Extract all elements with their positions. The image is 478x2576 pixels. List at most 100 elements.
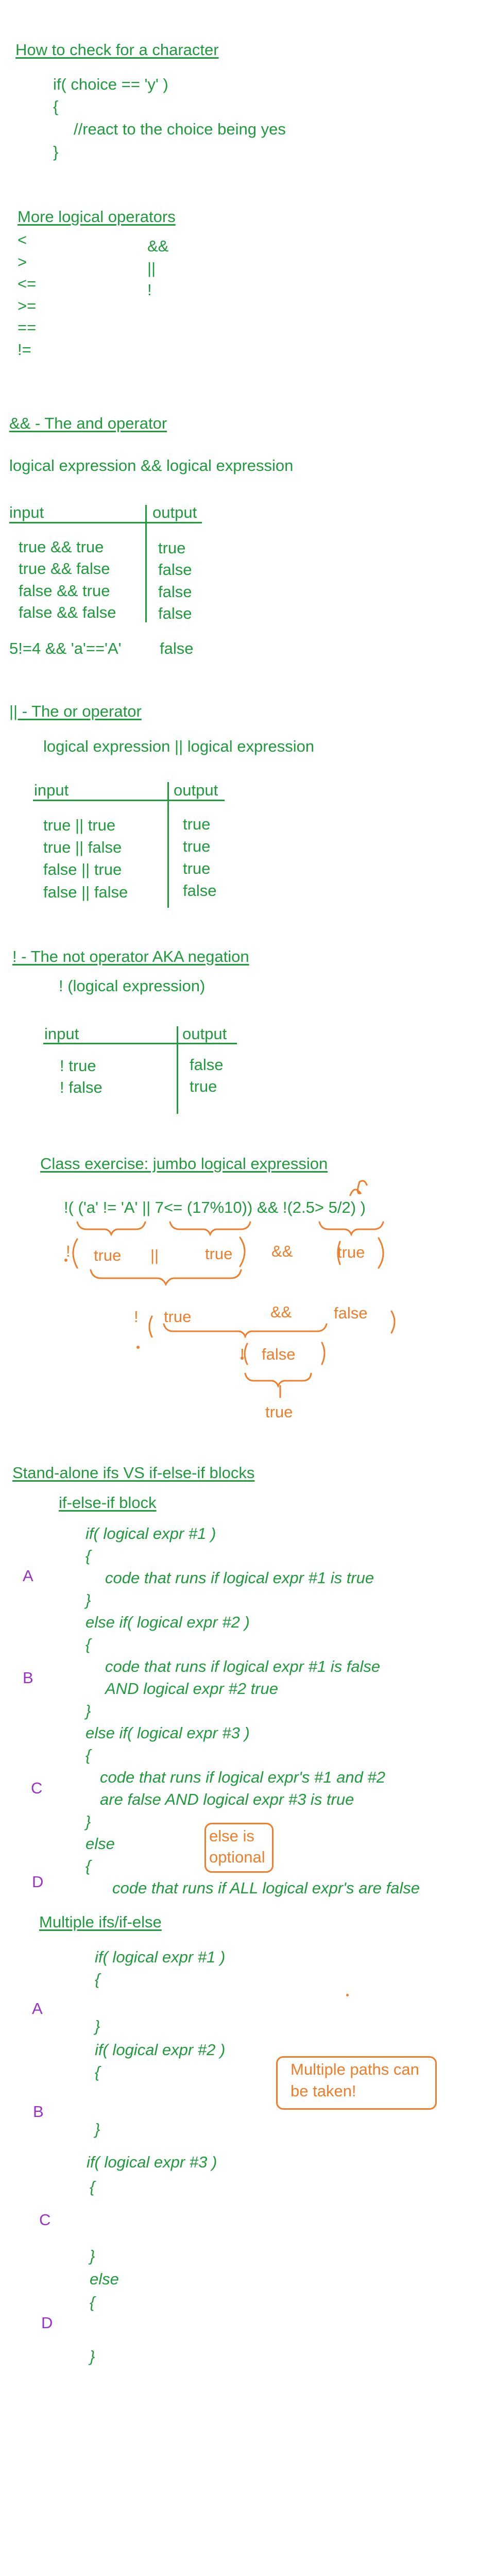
table-cell: true || true xyxy=(43,816,116,834)
note-text: be taken! xyxy=(291,2082,356,2100)
heading-more-ops: More logical operators xyxy=(18,208,176,226)
exercise-mark: ! xyxy=(240,1345,245,1363)
table-cell: true xyxy=(183,837,211,855)
exercise-mark: ! xyxy=(66,1242,71,1260)
note-text: optional xyxy=(209,1848,265,1866)
jumbo-expression: !( ('a' != 'A' || 7<= (17%10)) && !(2.5>… xyxy=(64,1198,366,1216)
exercise-step2: true xyxy=(164,1308,192,1326)
table-header: input xyxy=(44,1025,79,1043)
code-line: { xyxy=(86,1857,91,1875)
heading-or-op: || - The or operator xyxy=(9,702,142,720)
table-cell: false xyxy=(158,604,192,622)
table-cell: false && true xyxy=(19,582,110,600)
operator: != xyxy=(18,341,31,359)
heading-exercise: Class exercise: jumbo logical expression xyxy=(40,1155,328,1173)
operator: > xyxy=(18,253,27,271)
operator: ! xyxy=(147,281,152,299)
operator: <= xyxy=(18,275,37,293)
code-line: } xyxy=(95,2120,100,2138)
table-cell: ! true xyxy=(60,1057,96,1075)
code-line: { xyxy=(86,1746,91,1764)
code-line: } xyxy=(86,1702,91,1720)
table-cell: true && false xyxy=(19,560,110,578)
exercise-final: true xyxy=(265,1403,293,1421)
code-line: } xyxy=(95,2017,100,2035)
code-line: if( logical expr #1 ) xyxy=(86,1524,216,1543)
heading-char-check: How to check for a character xyxy=(15,41,219,59)
code-line: { xyxy=(95,1970,100,1988)
exercise-step2: && xyxy=(270,1303,292,1321)
code-line: } xyxy=(53,143,59,161)
operator: >= xyxy=(18,297,37,315)
table-cell: false xyxy=(158,561,192,579)
branch-label: B xyxy=(33,2103,44,2121)
note-text: else is xyxy=(209,1827,254,1845)
code-line: if( logical expr #3 ) xyxy=(87,2153,217,2171)
subheading-multiple-ifs: Multiple ifs/if-else xyxy=(39,1913,162,1931)
stray-dot xyxy=(346,1994,349,1996)
heading-not-op: ! - The not operator AKA negation xyxy=(12,947,249,965)
exercise-step1: && xyxy=(271,1242,293,1260)
code-line: if( logical expr #2 ) xyxy=(95,2041,226,2059)
code-line: if( logical expr #1 ) xyxy=(95,1948,226,1966)
table-rule xyxy=(145,505,147,622)
branch-label: A xyxy=(32,1999,43,2018)
table-cell: false || false xyxy=(43,883,128,901)
table-cell: true || false xyxy=(43,838,122,856)
note-text: Multiple paths can xyxy=(291,2060,419,2078)
exercise-mark: ! xyxy=(134,1308,139,1326)
exercise-step1: true xyxy=(94,1246,122,1264)
note-optional xyxy=(204,1823,274,1873)
and-example: 5!=4 && 'a'=='A' xyxy=(9,639,122,657)
table-cell: false xyxy=(158,583,192,601)
exercise-step1: true xyxy=(337,1243,365,1261)
table-header: input xyxy=(34,781,69,799)
code-line: AND logical expr #2 true xyxy=(105,1680,278,1698)
expression: ! (logical expression) xyxy=(59,977,206,995)
code-line: if( choice == 'y' ) xyxy=(53,75,168,93)
subheading-if-else-if: if-else-if block xyxy=(59,1494,157,1512)
branch-label: B xyxy=(23,1669,33,1687)
table-rule xyxy=(33,800,225,801)
code-line: else xyxy=(90,2270,119,2288)
table-header: output xyxy=(182,1025,227,1043)
table-cell: false xyxy=(190,1056,224,1074)
code-line: { xyxy=(90,2293,95,2311)
table-rule xyxy=(167,782,169,908)
code-line: code that runs if logical expr #1 is tru… xyxy=(105,1569,374,1587)
code-line: code that runs if ALL logical expr's are… xyxy=(112,1879,420,1897)
heading-ifs: Stand-alone ifs VS if-else-if blocks xyxy=(12,1464,255,1482)
code-line: code that runs if logical expr #1 is fal… xyxy=(105,1657,381,1675)
table-rule xyxy=(9,522,202,523)
branch-label: A xyxy=(23,1567,33,1585)
table-cell: ! false xyxy=(60,1078,103,1096)
heading-and-op: && - The and operator xyxy=(9,414,167,432)
code-line: { xyxy=(53,97,59,115)
table-cell: false && false xyxy=(19,603,116,621)
exercise-step1: true xyxy=(205,1245,233,1263)
table-cell: true && true xyxy=(19,538,104,556)
note-multiple-paths xyxy=(276,2056,437,2110)
table-cell: true xyxy=(183,815,211,833)
code-line: else xyxy=(86,1835,115,1853)
table-cell: false || true xyxy=(43,860,122,878)
code-line: } xyxy=(90,2247,95,2265)
operator: || xyxy=(147,259,156,277)
exercise-step2: false xyxy=(334,1304,368,1322)
table-rule xyxy=(43,1043,237,1044)
expression: logical expression && logical expression xyxy=(9,456,294,474)
operator: && xyxy=(147,237,169,255)
code-line: { xyxy=(90,2178,95,2196)
code-line: else if( logical expr #2 ) xyxy=(86,1613,250,1631)
exercise-step3: false xyxy=(262,1345,296,1363)
operator: < xyxy=(18,231,27,249)
table-cell: true xyxy=(158,539,186,557)
branch-label: D xyxy=(32,1873,44,1891)
table-cell: true xyxy=(183,859,211,877)
table-cell: true xyxy=(190,1077,217,1095)
code-line: { xyxy=(86,1547,91,1565)
table-header: output xyxy=(152,503,197,521)
table-header: input xyxy=(9,503,44,521)
code-line: { xyxy=(86,1635,91,1653)
code-line: } xyxy=(86,1591,91,1609)
